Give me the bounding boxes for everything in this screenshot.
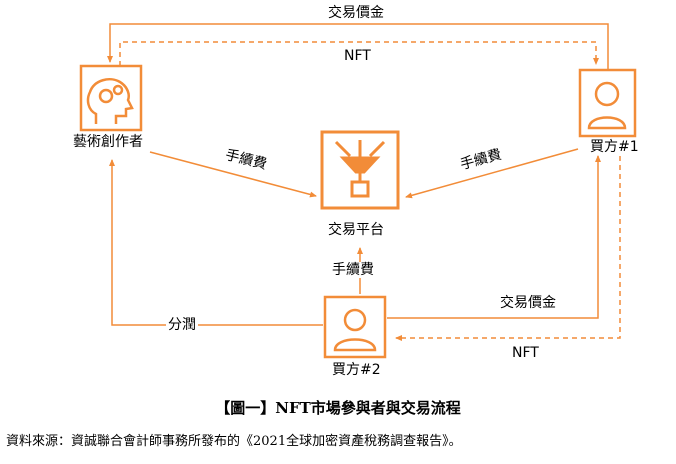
edge-top-nft xyxy=(119,41,599,66)
edge-top-price xyxy=(107,23,609,70)
source-note: 資料來源：資誠聯合會計師事務所發布的《2021全球加密資產稅務調查報告》。 xyxy=(6,434,462,449)
buyer2-label: 買方#2 xyxy=(332,362,381,378)
buyer1-label: 買方#1 xyxy=(590,139,639,155)
edge-label-share: 分潤 xyxy=(166,317,198,333)
platform-icon xyxy=(320,130,400,210)
edge-label-top-nft: NFT xyxy=(342,48,373,64)
figure-caption: 【圖一】NFT市場參與者與交易流程 xyxy=(215,399,461,417)
edge-share xyxy=(109,159,323,326)
buyer1-avatar-icon xyxy=(578,68,637,138)
creator-label: 藝術創作者 xyxy=(73,134,143,150)
buyer2-avatar-icon xyxy=(323,295,387,359)
edge-fee-left xyxy=(149,151,317,198)
edge-bottom-price xyxy=(387,155,601,319)
edge-fee-right xyxy=(405,148,579,199)
edge-label-top-price: 交易價金 xyxy=(326,5,386,21)
edge-label-bottom-nft: NFT xyxy=(512,345,539,361)
edge-label-fee-bottom: 手續費 xyxy=(330,262,376,278)
creator-icon xyxy=(79,64,143,132)
edge-label-bottom-price: 交易價金 xyxy=(500,295,556,311)
edge-bottom-nft xyxy=(395,156,621,341)
platform-label: 交易平台 xyxy=(328,222,384,238)
